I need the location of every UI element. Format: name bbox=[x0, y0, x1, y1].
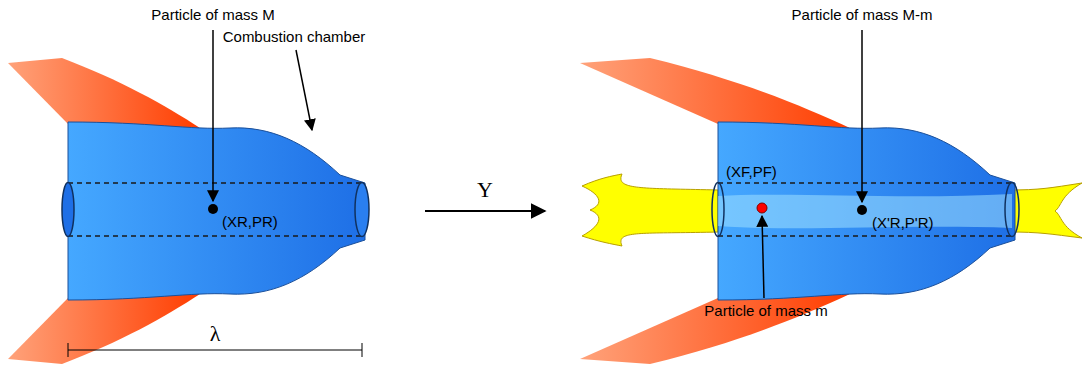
dimension-tick bbox=[362, 343, 363, 357]
fin bbox=[8, 58, 200, 128]
callout-label: Particle of mass M bbox=[151, 6, 274, 24]
chamber-wall bbox=[68, 182, 363, 184]
rocket-body bbox=[718, 122, 1015, 300]
chamber-wall bbox=[68, 235, 363, 237]
callout-label: Particle of mass m bbox=[704, 302, 827, 320]
leader-line bbox=[296, 50, 312, 130]
particle-dot bbox=[757, 203, 767, 213]
nozzle bbox=[355, 183, 369, 237]
rocket-after bbox=[580, 30, 1082, 364]
leader-line bbox=[861, 30, 863, 202]
callout-label: Combustion chamber bbox=[223, 28, 366, 46]
coordinate-label: (XF,PF) bbox=[726, 163, 777, 181]
nozzle bbox=[1005, 183, 1019, 237]
dimension-line bbox=[68, 350, 362, 351]
fin bbox=[580, 294, 850, 364]
chamber-wall bbox=[718, 182, 1013, 184]
fin bbox=[8, 294, 200, 364]
particle-dot bbox=[208, 204, 218, 214]
rocket-before bbox=[8, 30, 369, 364]
dimension-tick bbox=[68, 343, 69, 357]
leader-line bbox=[212, 30, 214, 201]
nozzle bbox=[712, 183, 724, 237]
exhaust-flame bbox=[582, 174, 718, 246]
dimension-label: λ bbox=[210, 322, 221, 346]
callout-label: Particle of mass M-m bbox=[792, 6, 933, 24]
particle-dot bbox=[857, 205, 867, 215]
transform-arrow bbox=[425, 210, 545, 212]
transform-symbol: Υ bbox=[477, 178, 493, 202]
leader-line bbox=[762, 216, 764, 298]
coordinate-label: (X'R,P'R) bbox=[872, 214, 934, 232]
rocket-body bbox=[68, 122, 365, 300]
nozzle bbox=[62, 183, 74, 237]
coordinate-label: (XR,PR) bbox=[222, 213, 278, 231]
fin bbox=[580, 58, 850, 128]
